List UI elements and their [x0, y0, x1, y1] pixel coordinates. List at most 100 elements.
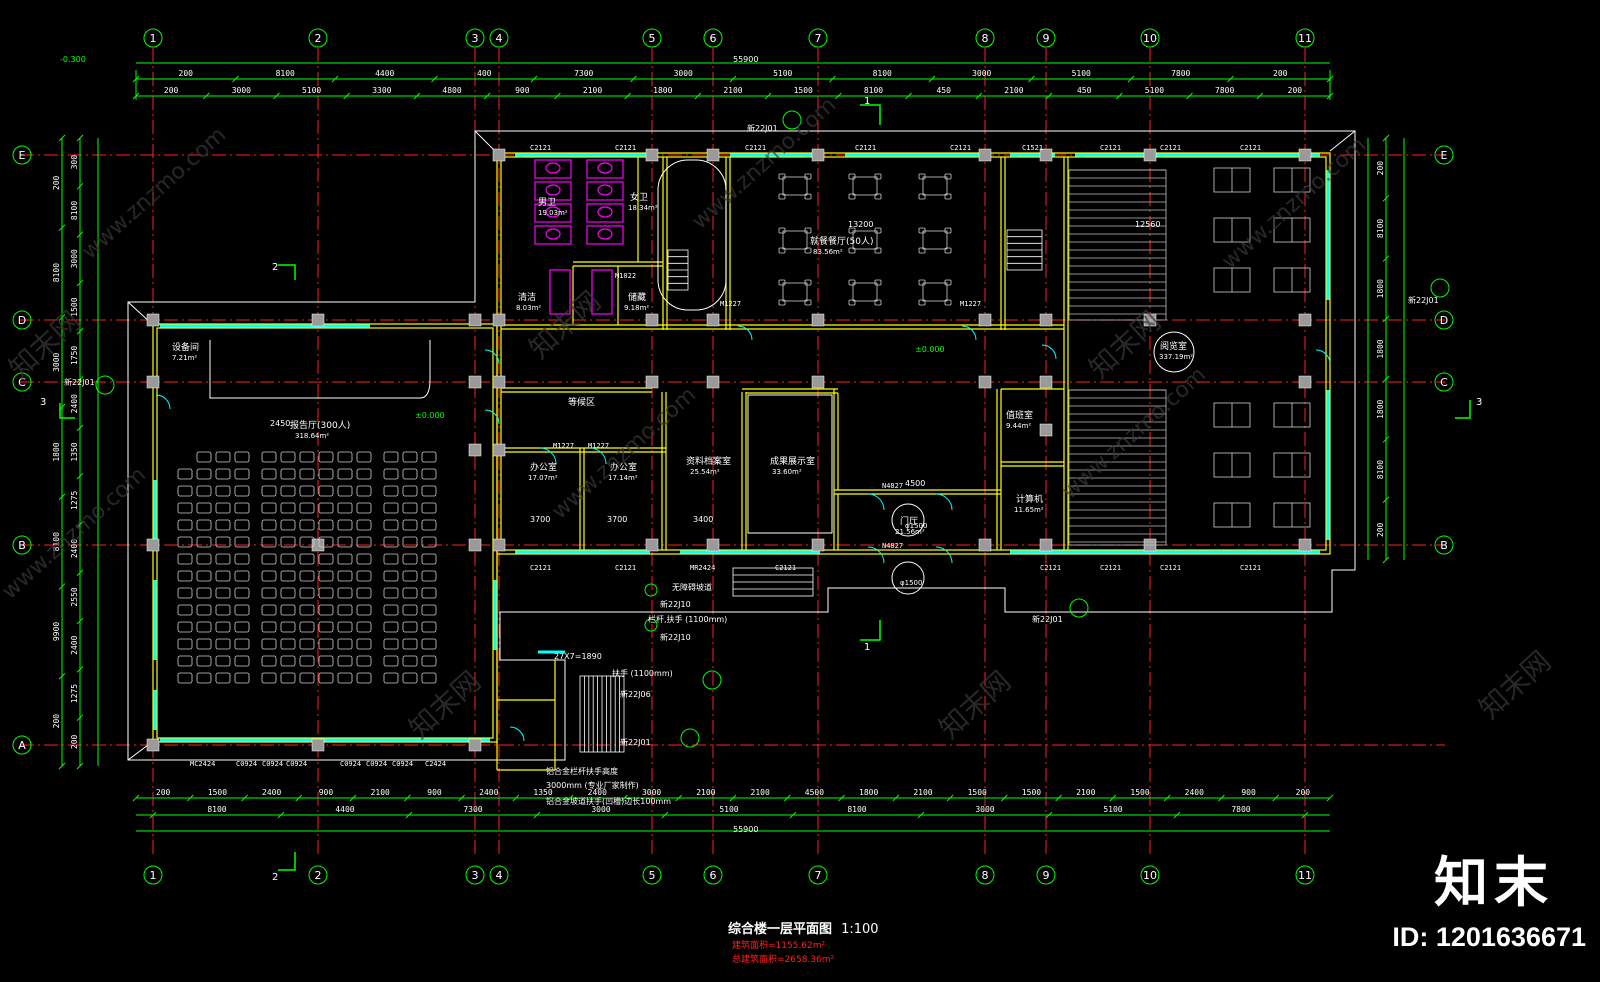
column-26 [146, 738, 160, 752]
seat-86 [356, 553, 372, 565]
column-8 [706, 538, 720, 552]
seat-138 [356, 621, 372, 633]
seat-39 [196, 502, 212, 514]
seat-46 [337, 502, 353, 514]
dim-top-2-10: 8100 [864, 86, 883, 95]
seat-126 [383, 604, 399, 616]
seat-161 [299, 655, 315, 667]
svg-text:B: B [1440, 539, 1448, 552]
seat-171 [234, 672, 250, 684]
reading-table-7 [1273, 217, 1311, 243]
dim-bottom-1-13: 1800 [859, 788, 878, 797]
seat-119 [234, 604, 250, 616]
seat-24 [421, 468, 437, 480]
seat-4 [280, 451, 296, 463]
column-42 [468, 375, 482, 389]
code-window-c2121-b: C2121 [615, 144, 636, 152]
image-id: ID: 1201636671 [1392, 922, 1586, 952]
seat-6 [318, 451, 334, 463]
seat-58 [318, 519, 334, 531]
dim-bottom-1-10: 2100 [696, 788, 715, 797]
grid-bubble-row-C-right: C [1434, 372, 1454, 392]
drawing-title: 综合楼一层平面图 [728, 922, 833, 937]
seat-52 [196, 519, 212, 531]
dim-top-2-13: 450 [1077, 86, 1092, 95]
grid-bubble-col-9-top: 9 [1036, 28, 1056, 48]
dim-top-1-7: 8100 [873, 69, 892, 78]
seat-146 [261, 638, 277, 650]
seat-163 [337, 655, 353, 667]
seat-111 [337, 587, 353, 599]
reading-table-8 [1273, 267, 1311, 293]
reading-table-3 [1213, 402, 1251, 428]
code-window-c2121-f: C2121 [1100, 144, 1121, 152]
auditorium-seats [177, 451, 437, 684]
dim-bottom-1-15: 1500 [968, 788, 987, 797]
code-window-c0924-d: C0924 [340, 760, 361, 768]
dim-bottom-2-6: 3000 [975, 805, 994, 814]
seat-38 [177, 502, 193, 514]
seat-20 [337, 468, 353, 480]
dim-top-2-3: 3300 [372, 86, 391, 95]
seat-123 [318, 604, 334, 616]
seat-147 [280, 638, 296, 650]
stair-west [667, 249, 689, 291]
seat-42 [261, 502, 277, 514]
ref-label-ramp: 新22J10 [660, 632, 691, 642]
seat-172 [261, 672, 277, 684]
column-35 [1298, 375, 1312, 389]
toilet-8 [549, 269, 571, 315]
seat-5 [299, 451, 315, 463]
seat-29 [261, 485, 277, 497]
code-door-mr2424: MR2424 [690, 564, 715, 572]
column-32 [468, 738, 482, 752]
seat-55 [261, 519, 277, 531]
svg-text:C: C [1440, 376, 1448, 389]
grid-bubble-row-D-left: D [12, 310, 32, 330]
grid-bubble-row-D-right: D [1434, 310, 1454, 330]
room-waiting: 等候区 [568, 396, 595, 408]
dim-left-2-10: 2400 [70, 635, 79, 654]
code-window-c2424: C2424 [425, 760, 446, 768]
structural-columns [146, 148, 1312, 752]
grid-bubble-col-7-bottom: 7 [808, 865, 828, 885]
svg-text:D: D [18, 314, 26, 327]
room-reading: 阅览室 [1160, 340, 1187, 352]
seat-44 [299, 502, 315, 514]
column-12 [978, 148, 992, 162]
svg-text:7: 7 [815, 869, 822, 882]
dim-left-1-3: 1800 [52, 442, 61, 461]
room-men-wc: 男卫 [538, 197, 556, 208]
grid-bubble-col-2-top: 2 [308, 28, 328, 48]
elevation-label: -0.300 [60, 55, 86, 64]
dim-left-2-9: 2550 [70, 587, 79, 606]
grid-bubble-col-3-bottom: 3 [465, 865, 485, 885]
dim-top-2-0: 200 [164, 86, 179, 95]
seat-81 [261, 553, 277, 565]
handrail-label: 扶手 (1100mm) [612, 668, 673, 678]
code-window-c0924-e: C0924 [366, 760, 387, 768]
door-arc-11 [1315, 349, 1331, 365]
seat-64 [177, 536, 193, 548]
lecture-stage [209, 159, 1195, 595]
dim-top-1-0: 200 [179, 69, 194, 78]
toilet-5 [597, 184, 613, 196]
room-equipment-area: 7.21m² [172, 354, 197, 362]
svg-text:E: E [1441, 149, 1448, 162]
dim-top-2-12: 2100 [1004, 86, 1023, 95]
seat-68 [261, 536, 277, 548]
reading-table-4 [1213, 452, 1251, 478]
seat-23 [402, 468, 418, 480]
dim-bottom-1-6: 2400 [479, 788, 498, 797]
seat-27 [215, 485, 231, 497]
seat-45 [318, 502, 334, 514]
ref-label-stair: 新22J06 [620, 689, 651, 699]
brand-logo: 知末 [1434, 851, 1554, 914]
grid-bubble-col-8-bottom: 8 [975, 865, 995, 885]
seat-78 [196, 553, 212, 565]
dim-left-1-6: 200 [52, 714, 61, 729]
bookshelf-block-1 [1068, 389, 1167, 546]
dim-bottom-1-12: 4500 [805, 788, 824, 797]
svg-text:10: 10 [1143, 32, 1157, 45]
